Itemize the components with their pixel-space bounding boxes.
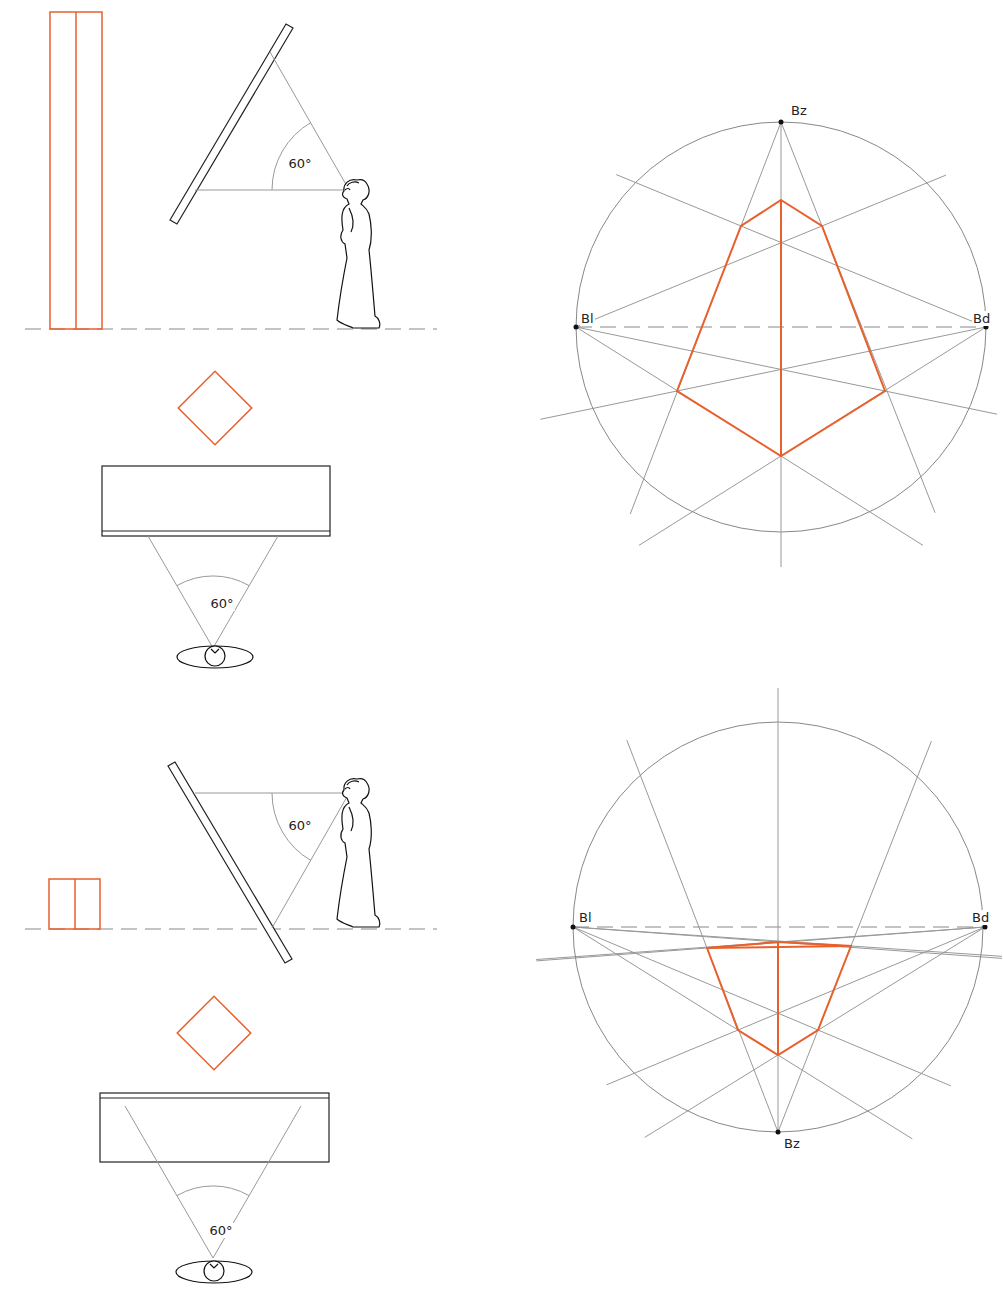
- object-elevation: [49, 879, 100, 929]
- person-figure: [337, 779, 380, 927]
- angle-label: 60°: [287, 156, 312, 171]
- construction-line: [778, 741, 931, 1132]
- mirror-panel: [170, 24, 293, 224]
- side-view-bottom: [25, 762, 437, 963]
- construction-line: [616, 175, 986, 327]
- perspective-object-top: [677, 200, 885, 456]
- angle-label: 60°: [208, 1223, 233, 1238]
- vanishing-point-label: Bd: [972, 311, 991, 326]
- construction-line: [576, 175, 946, 327]
- plan-view-top: [102, 371, 330, 668]
- construction-line: [576, 327, 997, 414]
- object-plan: [178, 371, 252, 445]
- person-top: [176, 1261, 252, 1283]
- construction-line: [540, 327, 986, 419]
- construction-line: [645, 927, 985, 1137]
- vanishing-point-label: Bd: [971, 910, 990, 925]
- perspective-object-bottom: [707, 942, 851, 1055]
- vanishing-point-label: Bz: [790, 103, 808, 118]
- plan-view-bottom: [100, 996, 329, 1283]
- construction-line: [573, 927, 912, 1139]
- person-figure: [337, 180, 380, 328]
- person-top: [177, 646, 253, 668]
- angle-label: 60°: [287, 818, 312, 833]
- construction-line: [627, 740, 778, 1132]
- construction-line: [781, 122, 935, 513]
- vanishing-point-label: Bl: [578, 910, 593, 925]
- perspective-construction-bottom: [536, 688, 1002, 1139]
- mirror-plan: [102, 466, 330, 536]
- angle-label: 60°: [209, 596, 234, 611]
- perspective-construction-top: [540, 122, 997, 567]
- side-view-top: [25, 12, 437, 329]
- vanishing-point-label: Bl: [580, 311, 595, 326]
- object-elevation: [50, 12, 102, 329]
- mirror-panel: [168, 762, 292, 963]
- vanishing-point-label: Bz: [783, 1136, 801, 1151]
